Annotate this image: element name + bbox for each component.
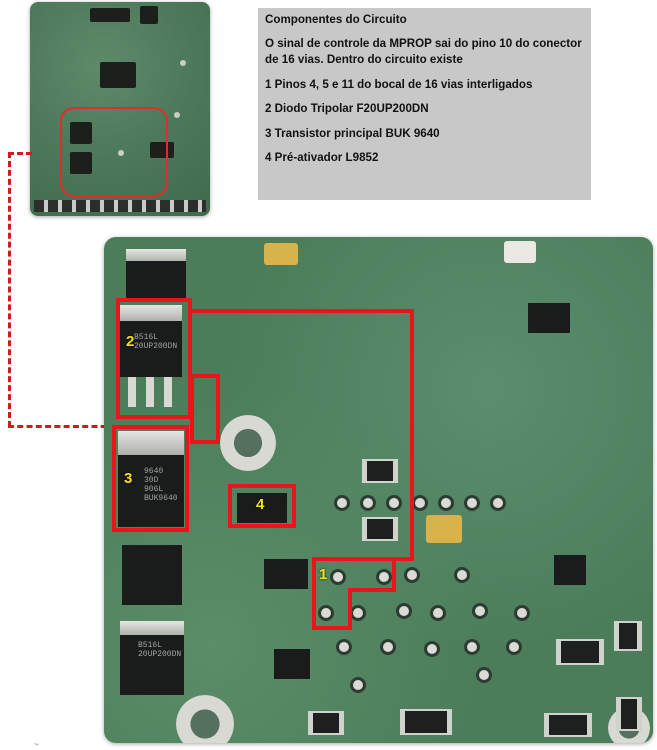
highlight-transistor-frame	[112, 425, 189, 532]
via	[412, 495, 428, 511]
highlight-pins-frame	[312, 557, 316, 630]
via	[490, 495, 506, 511]
diode-package	[120, 635, 184, 695]
highlight-pins-frame	[348, 588, 396, 592]
via	[472, 603, 488, 619]
lead	[128, 377, 136, 407]
via	[380, 639, 396, 655]
highlight-pins-frame	[392, 557, 396, 592]
dashed-leader-line	[8, 152, 32, 155]
highlight-pin-frame	[190, 374, 220, 444]
via	[454, 567, 470, 583]
smd-component	[362, 517, 398, 541]
thumb-chip	[140, 6, 158, 24]
components-info-box: Componentes do Circuito O sinal de contr…	[258, 8, 591, 200]
info-item-2: 2 Diodo Tripolar F20UP200DN	[265, 102, 429, 115]
via	[360, 495, 376, 511]
via	[514, 605, 530, 621]
via	[464, 639, 480, 655]
callout-number-3: 3	[124, 470, 133, 487]
thumb-chip	[70, 152, 92, 174]
diode-marking: B516L 20UP200DN	[138, 641, 182, 659]
smd-component	[400, 709, 452, 735]
thumb-connector	[34, 200, 206, 212]
thumb-chip	[100, 62, 136, 88]
thumb-chip	[90, 8, 130, 22]
smd-component	[616, 697, 642, 731]
footer-mark: ~	[34, 740, 39, 749]
soic-chip	[554, 555, 586, 585]
info-item-3: 3 Transistor principal BUK 9640	[265, 126, 440, 140]
sensor-component	[504, 241, 536, 263]
via	[404, 567, 420, 583]
highlight-trace	[190, 309, 414, 313]
via	[430, 605, 446, 621]
transistor-tab	[118, 431, 184, 457]
diode-marking: B516L 20UP200DN	[134, 333, 178, 351]
via	[318, 605, 334, 621]
transistor-package	[118, 455, 184, 527]
capacitor	[426, 515, 462, 543]
mounting-hole	[176, 695, 234, 743]
dashed-leader-line	[8, 425, 116, 428]
via	[330, 569, 346, 585]
transistor-package	[122, 545, 182, 605]
highlight-pins-frame	[348, 588, 352, 630]
info-intro: O sinal de controle da MPROP sai do pino…	[265, 36, 582, 67]
via	[350, 677, 366, 693]
diode-package	[120, 321, 182, 377]
mounting-hole	[220, 415, 276, 471]
via	[476, 667, 492, 683]
via	[424, 641, 440, 657]
smd-component	[362, 459, 398, 483]
soic-chip	[264, 559, 308, 589]
heatsink-tab	[126, 249, 186, 263]
via	[336, 639, 352, 655]
smd-component	[308, 711, 344, 735]
highlight-trace	[410, 309, 414, 561]
via	[396, 603, 412, 619]
callout-number-2: 2	[126, 333, 135, 350]
callout-number-1: 1	[319, 566, 328, 583]
highlight-pins-frame	[312, 557, 396, 561]
highlight-pins-frame	[312, 626, 352, 630]
thumb-selection-frame	[60, 107, 168, 197]
diode-tab	[120, 621, 184, 637]
board-detail-photo: B516L 20UP200DN 9640 30D 906L BUK9640 B5…	[104, 237, 653, 743]
via	[334, 495, 350, 511]
callout-number-4: 4	[256, 496, 265, 513]
highlight-trace	[392, 557, 414, 561]
info-title: Componentes do Circuito	[265, 13, 407, 26]
transistor-marking: 9640 30D 906L BUK9640	[144, 467, 178, 503]
info-item-4: 4 Pré-ativador L9852	[265, 151, 379, 164]
smd-component	[614, 621, 642, 651]
capacitor	[264, 243, 298, 265]
board-overview-photo	[30, 2, 210, 216]
via	[464, 495, 480, 511]
regulator-package	[126, 261, 186, 299]
highlight-diode-frame	[116, 298, 192, 419]
thumb-mount-hole	[180, 60, 186, 66]
via	[350, 605, 366, 621]
via	[506, 639, 522, 655]
diode-tab	[120, 305, 182, 323]
soic-chip	[528, 303, 570, 333]
lead	[146, 377, 154, 407]
thumb-chip	[70, 122, 92, 144]
thumb-mount-hole	[174, 112, 180, 118]
dashed-leader-line	[8, 152, 11, 427]
highlight-prewriter-frame	[228, 484, 296, 528]
soic-chip	[274, 649, 310, 679]
via	[438, 495, 454, 511]
thumb-chip	[150, 142, 174, 158]
smd-component	[544, 713, 592, 737]
smd-component	[556, 639, 604, 665]
info-item-1: 1 Pinos 4, 5 e 11 do bocal de 16 vias in…	[265, 77, 533, 91]
via	[386, 495, 402, 511]
pre-driver-chip	[237, 493, 287, 523]
lead	[164, 377, 172, 407]
thumb-mount-hole	[118, 150, 124, 156]
via	[376, 569, 392, 585]
